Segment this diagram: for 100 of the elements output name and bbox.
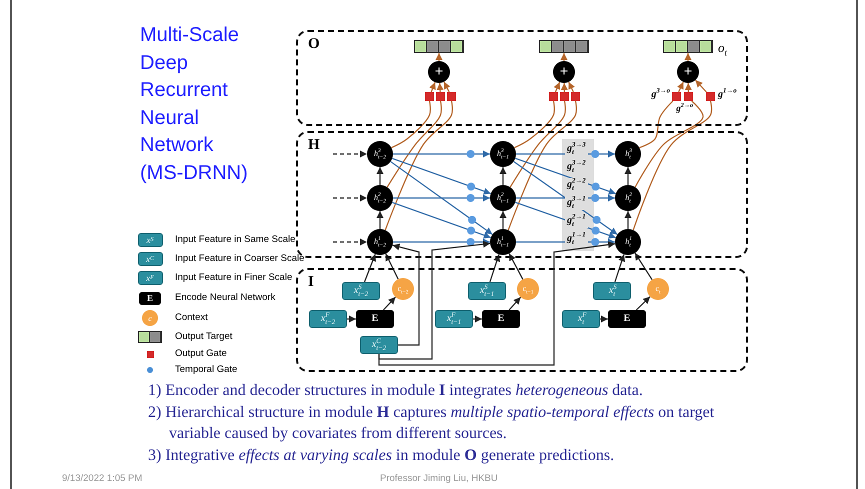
legend-label: Input Feature in Same Scale: [175, 234, 296, 246]
arrow: [695, 80, 707, 92]
output-gate-square: [571, 92, 580, 101]
arrow: [382, 296, 396, 310]
arrow: [554, 82, 560, 92]
module-frame: [296, 30, 748, 126]
arrow: [508, 296, 522, 310]
output-target-bar: [414, 40, 464, 53]
arrow: [333, 238, 367, 246]
arrow: [513, 161, 618, 235]
context-node: c$_{t−2}$: [392, 278, 414, 300]
module-label: I: [308, 274, 314, 291]
output-label: o$_{t}$: [718, 40, 728, 56]
legend-swatch: x$^{S}$: [138, 233, 162, 247]
arrow: [677, 82, 684, 92]
output-gate-square: [549, 92, 558, 101]
connector-line: [632, 100, 712, 230]
arrow: [333, 150, 367, 158]
sum-node: +: [553, 61, 575, 83]
arrow: [436, 53, 442, 61]
arrow: [500, 167, 506, 185]
footer-text: 9/13/2022 1:05 PM: [62, 473, 142, 484]
arrow: [684, 82, 692, 92]
connector-line: [639, 100, 674, 148]
output-target-bar: [539, 40, 589, 53]
module-label: O: [308, 36, 320, 53]
output-gate-square: [672, 92, 681, 101]
arrow: [393, 238, 490, 246]
arrow: [684, 53, 692, 61]
output-gate-square: [706, 92, 715, 101]
connector-line: [384, 100, 453, 230]
gate-label: g$^{1→o}$: [718, 89, 738, 100]
context-node: c$_{t−1}$: [517, 278, 539, 300]
context-node: c$_{t}$: [647, 278, 669, 300]
list-item-text: 2) Hierarchical structure in module H captures multiple spatio-temporal effects on target variable caused by covariates from different sources.: [148, 402, 716, 444]
arrow: [443, 82, 450, 92]
arrow: [560, 53, 568, 61]
arrow: [376, 167, 384, 185]
arrow: [516, 238, 615, 246]
encoder-box: E: [356, 310, 394, 328]
output-gate-square: [425, 92, 434, 101]
arrow: [376, 211, 384, 229]
arrow: [560, 82, 568, 92]
legend-label: Output Gate: [175, 348, 227, 360]
legend-label: Input Feature in Finer Scale: [175, 272, 292, 284]
arrow: [390, 161, 493, 235]
arrow: [392, 244, 420, 346]
connector-line: [391, 100, 431, 148]
encoder-box: E: [608, 310, 646, 328]
arrow: [333, 194, 367, 202]
arrow: [392, 202, 491, 238]
arrow: [508, 253, 524, 280]
output-target-bar: [663, 40, 713, 53]
arrow: [634, 252, 653, 280]
output-gate-square: [436, 92, 445, 101]
arrow: [500, 211, 506, 229]
module-label: H: [308, 137, 320, 154]
arrow: [436, 82, 444, 92]
arrow: [429, 82, 436, 92]
sum-node: +: [677, 61, 699, 83]
encoder-box: E: [482, 310, 520, 328]
arrow: [347, 316, 356, 322]
legend-label: Temporal Gate: [175, 364, 238, 376]
legend-label: Encode Neural Network: [175, 292, 276, 304]
connector-line: [510, 100, 566, 188]
legend-swatch: c: [142, 310, 158, 326]
title-text: Multi-Scale Deep Recurrent Neural Network (MS-DRNN): [140, 23, 249, 186]
output-gate-square: [447, 92, 456, 101]
connector-line: [508, 100, 578, 230]
arrow: [378, 240, 490, 360]
output-gate-square: [684, 92, 693, 101]
legend-swatch: E: [139, 292, 161, 304]
arrow: [636, 296, 651, 310]
gate-label: g$^{3→o}$: [650, 89, 670, 100]
module-frame: [296, 268, 748, 372]
arrow: [515, 158, 616, 195]
connector-line: [514, 100, 555, 148]
output-gate-square: [560, 92, 569, 101]
arrow: [385, 253, 399, 280]
list-item-text: 3) Integrative effects at varying scales in module O generate predictions.: [148, 446, 616, 466]
legend-label: Context: [175, 312, 208, 324]
sum-node: +: [428, 61, 450, 83]
connector-line: [386, 100, 442, 188]
arrow: [614, 254, 626, 282]
gate-label: g$^{2→o}$: [675, 103, 693, 113]
legend-swatch: x$^{C}$: [138, 252, 162, 266]
arrow: [515, 202, 616, 239]
legend-label: Output Target: [175, 331, 232, 343]
arrow: [624, 167, 632, 185]
arrow: [489, 254, 500, 282]
arrow: [600, 316, 608, 322]
arrow: [364, 254, 376, 282]
arrow: [624, 211, 632, 229]
arrow: [516, 194, 615, 202]
arrow: [392, 158, 491, 194]
footer-text: Professor Jiming Liu, HKBU: [380, 473, 498, 484]
arrow: [393, 194, 490, 202]
legend-label: Input Feature in Coarser Scale: [175, 253, 304, 265]
arrow: [516, 150, 615, 158]
list-item-text: 1) Encoder and decoder structures in module I integrates heterogeneous data.: [148, 381, 644, 401]
